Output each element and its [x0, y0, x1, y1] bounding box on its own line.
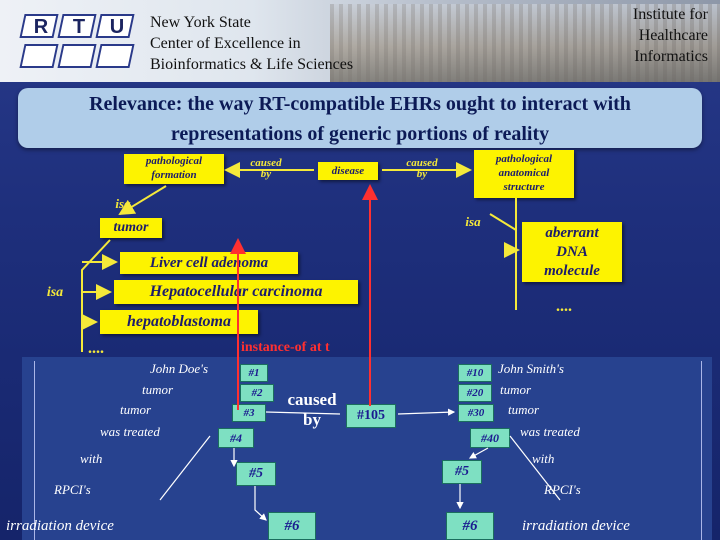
left-patient-label: John Doe's	[150, 361, 209, 376]
pathological-structure-box: pathological anatomical structure	[474, 150, 574, 198]
right-id-3: #30	[458, 404, 494, 422]
aberrant-line-2: DNA	[556, 244, 588, 260]
left-id-4: #4	[218, 428, 254, 448]
right-id-6: #6	[446, 512, 494, 540]
instance-caused-line-1: caused	[287, 390, 337, 409]
institution-left-line-1: New York State	[150, 14, 251, 31]
institution-right: Institute for Healthcare Informatics	[588, 4, 708, 67]
caused-by-label-1: caused by	[236, 158, 296, 180]
caused-by-2-line-1: caused	[406, 157, 438, 169]
center-id-box: #105	[346, 404, 396, 428]
liver-adenoma-box: Liver cell adenoma	[120, 252, 298, 274]
left-label-5: RPCI's	[54, 482, 91, 497]
rtu-logo: R T U	[19, 14, 138, 76]
pathological-formation-line-2: formation	[151, 169, 197, 181]
pathological-structure-line-2: anatomical	[498, 167, 550, 179]
left-id-5: #5	[236, 462, 276, 486]
instance-caused-by-label: caused by	[282, 390, 342, 430]
institution-left-line-2: Center of Excellence in	[150, 35, 301, 52]
logo-letter-t: T	[72, 16, 86, 38]
caused-by-2-line-2: by	[416, 168, 428, 180]
pathological-formation-box: pathological formation	[124, 154, 224, 184]
logo-letter-u: U	[109, 16, 125, 38]
hcc-box: Hepatocellular carcinoma	[114, 280, 358, 304]
right-patient-label: John Smith's	[498, 361, 564, 376]
ehr-panel	[22, 357, 712, 540]
dots-right: ....	[556, 298, 572, 315]
right-label-1: tumor	[500, 382, 532, 397]
right-id-2: #20	[458, 384, 492, 402]
isa-top-label: isa	[115, 196, 131, 211]
right-label-5: RPCI's	[544, 482, 581, 497]
institution-left-line-3: Bioinformatics & Life Sciences	[150, 56, 354, 73]
instance-caused-line-2: by	[303, 410, 321, 429]
right-id-5: #5	[442, 460, 482, 484]
slide-title-line-1: Relevance: the way RT-compatible EHRs ou…	[89, 93, 631, 115]
caused-by-1-line-1: caused	[250, 157, 282, 169]
pathological-structure-line-3: structure	[503, 181, 545, 193]
caused-by-label-2: caused by	[392, 158, 452, 180]
left-label-3: was treated	[100, 424, 160, 439]
isa-left-label: isa	[46, 285, 64, 300]
aberrant-dna-box: aberrant DNA molecule	[522, 222, 622, 282]
building-photo	[330, 4, 720, 82]
pathological-structure-line-1: pathological	[495, 153, 553, 165]
pathological-formation-line-1: pathological	[145, 155, 203, 167]
left-id-1: #1	[240, 364, 268, 382]
institution-left: New York State Center of Excellence in B…	[150, 12, 353, 75]
left-id-3: #3	[232, 404, 266, 422]
left-id-6: #6	[268, 512, 316, 540]
institution-right-line-3: Informatics	[634, 48, 708, 65]
right-label-3: was treated	[520, 424, 580, 439]
right-label-2: tumor	[508, 402, 540, 417]
institution-right-line-2: Healthcare	[638, 27, 708, 44]
institution-right-line-1: Institute for	[632, 6, 708, 23]
dots-left: ....	[88, 340, 104, 357]
right-id-4: #40	[470, 428, 510, 448]
left-label-1: tumor	[142, 382, 174, 397]
logo-letter-r: R	[33, 16, 49, 38]
slide-title: Relevance: the way RT-compatible EHRs ou…	[18, 88, 702, 148]
slide-title-line-2: representations of generic portions of r…	[170, 123, 550, 145]
aberrant-line-1: aberrant	[545, 225, 599, 241]
tumor-box: tumor	[100, 218, 162, 238]
header-banner: R T U New York State Center of Excellenc…	[0, 0, 720, 82]
isa-right-label: isa	[465, 214, 481, 229]
disease-box: disease	[318, 162, 378, 180]
hepatoblastoma-box: hepatoblastoma	[100, 310, 258, 334]
left-label-6: irradiation device	[6, 518, 114, 534]
aberrant-line-3: molecule	[544, 263, 600, 279]
right-label-6: irradiation device	[522, 518, 630, 534]
left-label-2: tumor	[120, 402, 152, 417]
left-label-4: with	[80, 451, 103, 466]
instance-of-label: instance-of at t	[241, 340, 330, 355]
right-label-4: with	[532, 451, 555, 466]
caused-by-1-line-2: by	[260, 168, 272, 180]
left-id-2: #2	[240, 384, 274, 402]
right-id-1: #10	[458, 364, 492, 382]
